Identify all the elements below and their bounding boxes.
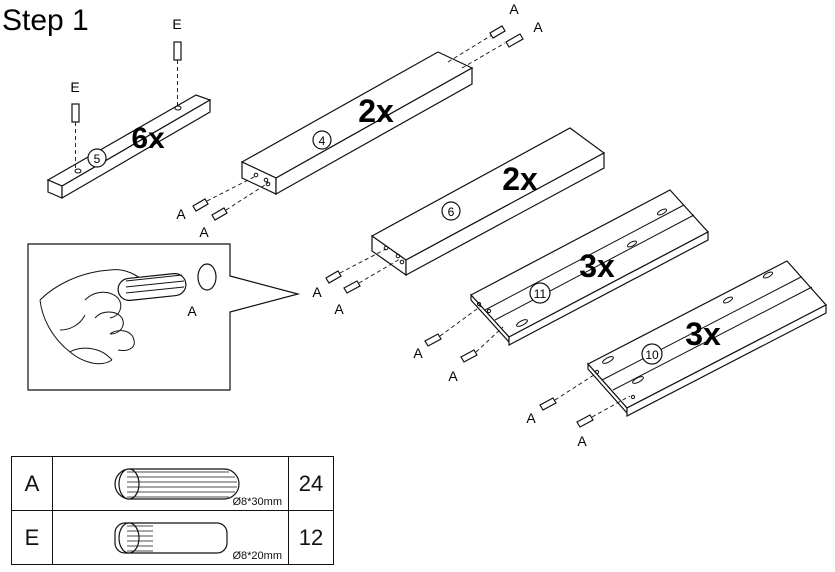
hardware-legend: A Ø8*30mm 24 E <box>11 456 334 565</box>
quantity-label: 3x <box>685 316 721 352</box>
part-number-circle <box>312 130 332 150</box>
dowel-a: A <box>461 19 543 69</box>
dowel-label: A <box>413 345 423 361</box>
part-4-board: 4 2x <box>240 51 474 196</box>
quantity-label: 2x <box>502 161 538 197</box>
pin-label: E <box>172 16 181 32</box>
part-10-rail: 10 3x <box>587 260 827 417</box>
dowel-a: A <box>448 326 504 384</box>
part-number: 5 <box>94 152 101 166</box>
legend-image: Ø8*20mm <box>52 510 289 565</box>
pin-e: E <box>70 79 80 168</box>
dowel-label: A <box>533 19 543 35</box>
part-6-board: 6 2x <box>370 127 606 277</box>
part-number-circle <box>87 148 107 168</box>
dowel-a: A <box>176 175 257 222</box>
legend-dimension: Ø8*20mm <box>232 550 282 562</box>
part-number: 6 <box>448 205 455 219</box>
part-number: 4 <box>319 134 326 148</box>
dowel-a: A <box>576 395 631 449</box>
quantity-label: 2x <box>358 93 394 129</box>
detail-callout: A <box>27 243 301 391</box>
legend-letter: E <box>11 510 53 565</box>
part-number: 10 <box>645 348 659 362</box>
dowel-a: A <box>526 372 598 426</box>
dowel-label: A <box>448 368 458 384</box>
step-title: Step 1 <box>2 4 89 37</box>
dowel-a: A <box>413 305 482 361</box>
dowel-label: A <box>176 206 186 222</box>
dowel-a: A <box>199 182 269 240</box>
dowel-icon <box>114 468 240 500</box>
dowel-label: A <box>334 301 344 317</box>
dowel-label: A <box>199 224 209 240</box>
legend-quantity: 12 <box>288 510 334 565</box>
part-5-rail: 5 6x <box>46 94 212 200</box>
quantity-label: 6x <box>131 122 165 155</box>
pin-e: E <box>172 16 182 105</box>
dowel-label: A <box>312 284 322 300</box>
legend-row: A Ø8*30mm 24 <box>11 456 334 511</box>
quantity-label: 3x <box>579 248 615 284</box>
dowel-label: A <box>577 433 587 449</box>
legend-quantity: 24 <box>288 456 334 511</box>
part-number: 11 <box>534 287 547 301</box>
dowel-label: A <box>187 303 197 319</box>
pin-icon <box>114 522 228 554</box>
part-number-circle <box>641 343 663 365</box>
legend-letter: A <box>11 456 53 511</box>
dowel-label: A <box>526 410 536 426</box>
dowel-a: A <box>312 248 387 300</box>
dowel-label: A <box>509 1 519 17</box>
part-number-circle <box>529 282 551 304</box>
pin-label: E <box>70 79 79 95</box>
part-number-circle <box>441 201 461 221</box>
legend-image: Ø8*30mm <box>52 456 289 511</box>
dowel-a: A <box>447 1 519 63</box>
legend-dimension: Ø8*30mm <box>232 496 282 508</box>
dowel-a: A <box>334 258 401 317</box>
legend-row: E Ø8*20mm 12 <box>11 510 334 565</box>
